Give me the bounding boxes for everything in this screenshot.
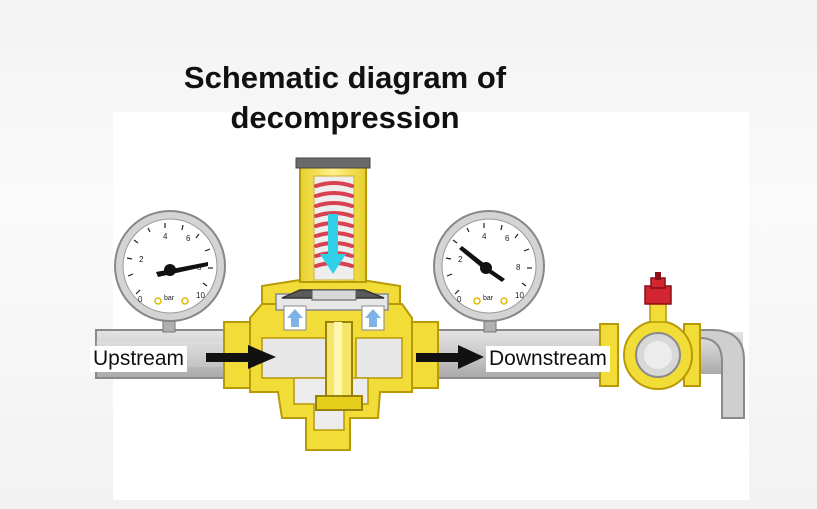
spring-force-arrow-icon <box>320 214 346 274</box>
downstream-label: Downstream <box>486 346 610 372</box>
valve-handle-icon <box>644 272 672 305</box>
valve-body <box>223 279 439 451</box>
downstream-flow-arrow-icon <box>416 345 484 369</box>
right-gauge-tick-4: 4 <box>482 232 487 241</box>
right-gauge-tick-8: 8 <box>516 263 521 272</box>
right-gauge-unit: bar <box>483 295 494 302</box>
upstream-pressure-gauge: 0 2 4 6 8 10 bar <box>114 210 226 322</box>
left-gauge-unit: bar <box>164 295 175 302</box>
upstream-label: Upstream <box>90 346 188 372</box>
right-gauge-tick-6: 6 <box>505 234 510 243</box>
left-gauge-tick-2: 2 <box>139 255 144 264</box>
left-gauge-max: 10 <box>196 291 205 300</box>
left-gauge-tick-6: 6 <box>186 234 191 243</box>
left-gauge-tick-4: 4 <box>163 232 168 241</box>
title-line-2: decompression <box>230 100 460 135</box>
title-line-1: Schematic diagram of <box>183 60 507 95</box>
left-gauge-zero: 0 <box>138 295 143 304</box>
upstream-flow-arrow-icon <box>206 345 276 369</box>
pressure-arrow-right-icon <box>361 305 385 331</box>
right-gauge-zero: 0 <box>457 295 462 304</box>
diagram-panel <box>113 112 749 500</box>
pressure-arrow-left-icon <box>283 305 307 331</box>
downstream-pressure-gauge: 0 2 4 6 8 10 bar <box>433 210 545 322</box>
right-gauge-max: 10 <box>515 291 524 300</box>
right-gauge-tick-2: 2 <box>458 255 463 264</box>
page-title: Schematic diagram of decompression <box>95 58 595 138</box>
ball-valve <box>599 301 701 390</box>
